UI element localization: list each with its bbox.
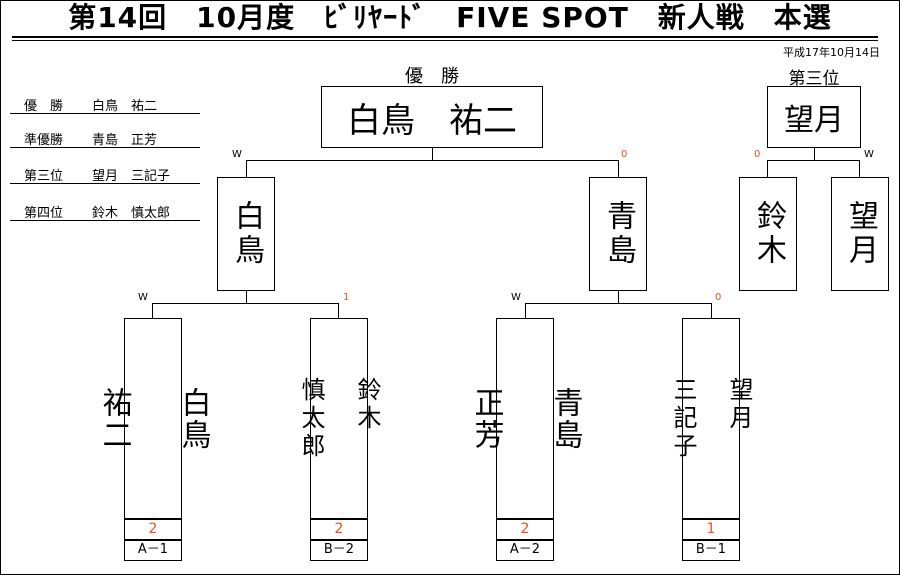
title-underline-thin	[12, 40, 878, 41]
bracket-line	[246, 160, 247, 177]
result-label: 第四位	[24, 206, 64, 221]
bracket-line	[767, 160, 768, 177]
third-right-mark: W	[864, 149, 874, 160]
semi-left-mark: W	[138, 292, 148, 303]
bracket-line	[814, 148, 815, 160]
result-row-3rd: 第三位 望月 三記子	[10, 163, 200, 184]
semifinal-right-box: 青島	[589, 177, 647, 291]
bracket-line	[152, 303, 153, 318]
bracket-line	[618, 291, 619, 303]
result-name: 望月 三記子	[92, 169, 171, 184]
player-box-b1: 望月 三記子	[669, 318, 753, 519]
seed-b1: B－1	[682, 540, 740, 561]
page-title: 第14回 10月度 ﾋﾞﾘﾔｰﾄﾞ FIVE SPOT 新人戦 本選	[68, 1, 832, 34]
result-label: 第三位	[24, 169, 64, 184]
result-row-4th: 第四位 鈴木 慎太郎	[10, 200, 200, 221]
third-place-box: 望月	[767, 86, 861, 148]
seed-a1: A－1	[124, 540, 182, 561]
third-player-left-box: 鈴木	[739, 177, 797, 291]
semi-right-mark: 0	[715, 292, 722, 303]
bracket-line	[152, 303, 339, 304]
score-a1: 2	[124, 519, 182, 540]
result-name: 鈴木 慎太郎	[92, 206, 171, 221]
result-name: 白鳥 祐二	[92, 99, 158, 114]
bracket-line	[525, 303, 526, 318]
result-row-2nd: 準優勝 青島 正芳	[10, 127, 200, 148]
final-right-mark: 0	[621, 149, 628, 160]
bracket-line	[859, 160, 860, 177]
semifinal-left-box: 白鳥	[217, 177, 275, 291]
semi-right-mark: 1	[343, 292, 350, 303]
third-player-right-box: 望月	[831, 177, 889, 291]
champion-box: 白鳥 祐二	[321, 86, 543, 148]
result-label: 優 勝	[24, 99, 64, 114]
score-b2: 2	[310, 519, 368, 540]
final-left-mark: W	[232, 149, 242, 160]
champion-caption: 優 勝	[405, 66, 459, 87]
bracket-line	[711, 303, 712, 318]
result-name: 青島 正芳	[92, 133, 158, 148]
bracket-line	[246, 291, 247, 303]
player-box-b2: 鈴木 慎太郎	[297, 318, 381, 519]
third-left-mark: 0	[754, 149, 761, 160]
bracket-line	[338, 303, 339, 318]
bracket-line	[525, 303, 712, 304]
third-place-caption: 第三位	[788, 69, 840, 89]
score-a2: 2	[496, 519, 554, 540]
bracket-line	[246, 160, 619, 161]
bracket-line	[618, 160, 619, 177]
bracket-line	[767, 160, 860, 161]
event-date: 平成17年10月14日	[783, 46, 880, 59]
player-box-a2: 青島 正芳	[469, 318, 583, 519]
player-box-a1: 白鳥 祐二	[97, 318, 211, 519]
result-row-1st: 優 勝 白鳥 祐二	[10, 93, 200, 114]
semi-left-mark: W	[511, 292, 521, 303]
result-label: 準優勝	[24, 133, 64, 148]
bracket-line	[432, 148, 433, 160]
title-underline	[12, 36, 878, 38]
seed-a2: A－2	[496, 540, 554, 561]
seed-b2: B－2	[310, 540, 368, 561]
score-b1: 1	[682, 519, 740, 540]
